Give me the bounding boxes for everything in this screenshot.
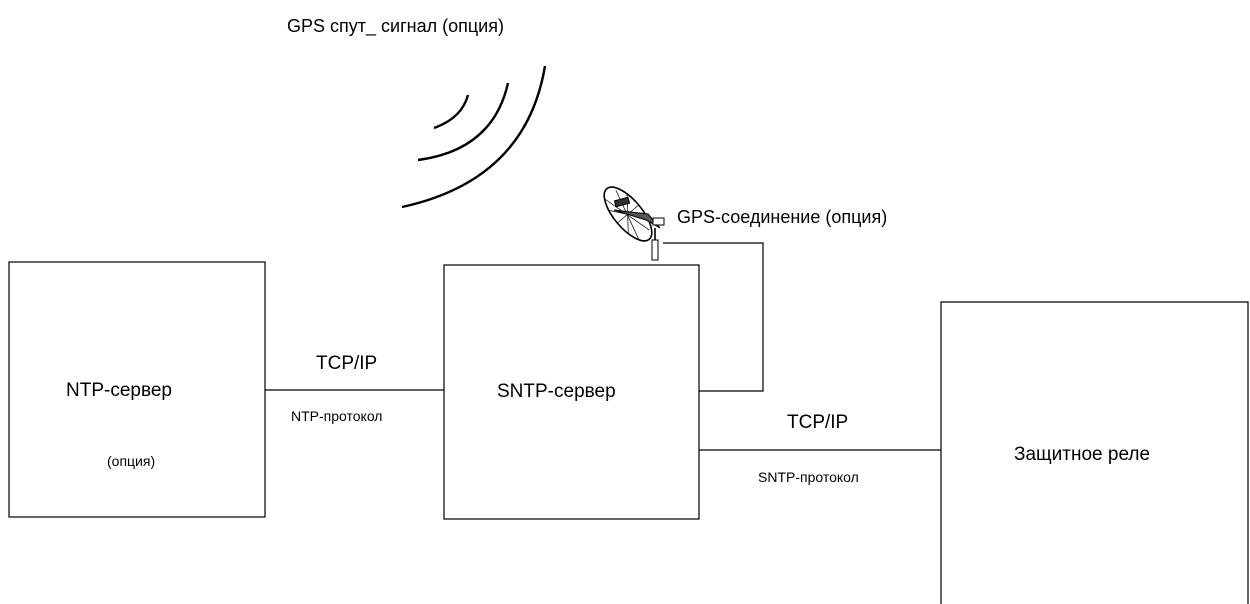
link-ntp-sntp-transport: TCP/IP	[316, 353, 378, 374]
satellite-dish-icon	[603, 186, 665, 261]
protection-relay-box	[940, 301, 1249, 604]
gps-connection-line	[663, 242, 764, 392]
gps-connection-label: GPS-соединение (опция)	[677, 207, 888, 227]
protection-relay-title: Защитное реле	[1014, 444, 1151, 465]
gps-signal-label: GPS спут_ сигнал (опция)	[287, 16, 504, 36]
satellite-signal-waves-icon	[401, 65, 547, 209]
link-ntp-sntp-protocol: NTP-протокол	[291, 408, 383, 424]
link-sntp-relay-transport: TCP/IP	[787, 412, 849, 433]
link-sntp-relay-protocol: SNTP-протокол	[758, 469, 859, 485]
sntp-server-title: SNTP-сервер	[497, 381, 616, 402]
ntp-server-title: NTP-сервер	[66, 380, 172, 401]
ntp-server-subtitle: (опция)	[107, 453, 156, 469]
sntp-server-box	[443, 264, 700, 520]
